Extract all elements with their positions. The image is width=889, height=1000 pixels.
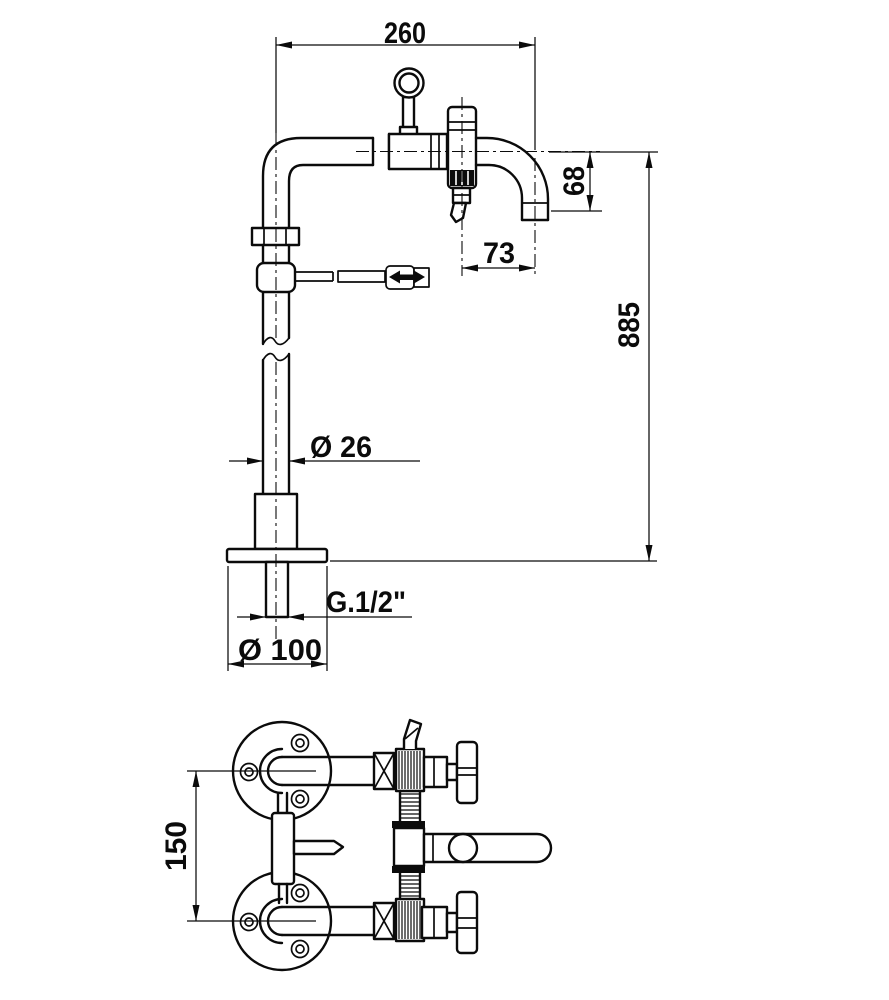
screw-icon — [295, 944, 305, 954]
screw-icon — [244, 767, 254, 777]
dim-label-73: 73 — [483, 237, 515, 270]
mixer-body — [392, 718, 426, 943]
centerlines — [275, 97, 600, 643]
dim-label-pipe-diameter: Ø 26 — [310, 431, 372, 464]
dimension-885: 885 — [330, 152, 657, 562]
inlet-pipe-bottom — [280, 901, 396, 941]
cross-handle-bottom — [420, 890, 479, 955]
dim-label-260: 260 — [384, 17, 426, 50]
dimension-150: 150 — [160, 770, 316, 922]
riser-rod — [270, 791, 345, 905]
diverter-outlet — [402, 718, 423, 749]
dimension-73: 73 — [462, 237, 535, 272]
front-view — [231, 718, 553, 972]
base-assembly — [225, 492, 329, 619]
cross-handle-top — [422, 740, 479, 805]
screw-icon — [295, 794, 305, 804]
screw-icon — [295, 738, 305, 748]
inlet-pipe-top — [280, 751, 396, 791]
dimension-260: 260 — [275, 17, 536, 150]
dim-label-thread: G.1/2" — [326, 586, 406, 619]
screw-icon — [295, 888, 305, 898]
dimension-thread: G.1/2" — [237, 586, 412, 621]
dim-label-68: 68 — [558, 166, 591, 196]
pipe-break-line — [262, 336, 290, 346]
base-flange — [225, 547, 329, 564]
side-view — [225, 67, 550, 619]
hand-shower-arm — [295, 265, 430, 290]
spout — [474, 136, 550, 222]
pipe-break-line — [262, 352, 290, 362]
dim-label-150: 150 — [160, 821, 193, 871]
dim-label-flange-diameter: Ø 100 — [238, 634, 322, 667]
swivel-arrow-icon — [389, 270, 425, 284]
cartridge-block — [392, 826, 426, 868]
dimension-68: 68 — [549, 151, 658, 212]
screw-icon — [244, 917, 254, 927]
mixer-lever — [422, 832, 553, 864]
holder-tip — [449, 201, 468, 224]
diverter-valve — [371, 67, 449, 171]
threaded-tail — [264, 560, 290, 619]
dimension-pipe-diameter: Ø 26 — [229, 431, 420, 465]
dimension-flange-diameter: Ø 100 — [227, 566, 328, 671]
diverter-lever — [292, 839, 345, 856]
dim-label-885: 885 — [613, 302, 646, 348]
